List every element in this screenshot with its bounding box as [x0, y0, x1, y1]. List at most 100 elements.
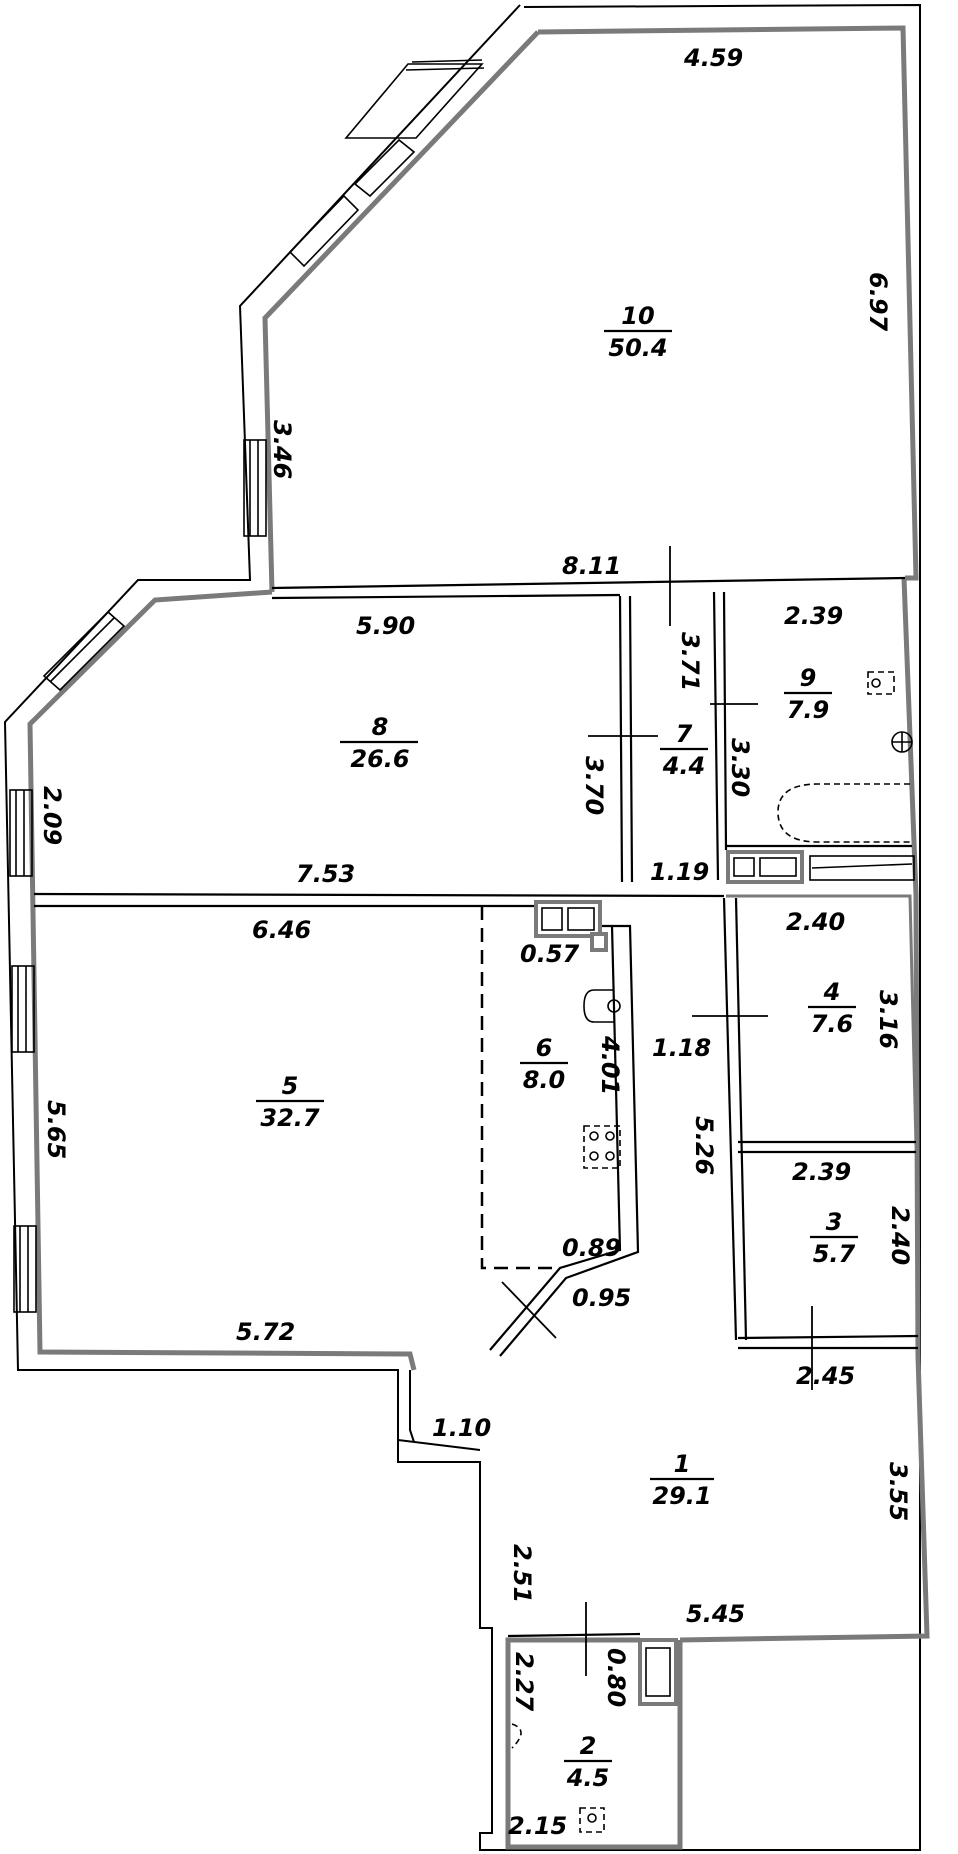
dim-hall-width: 1.18 — [652, 1034, 711, 1062]
room-label-8: 8 26.6 — [340, 713, 418, 773]
dim-r6-side: 4.01 — [596, 1035, 624, 1095]
wall-6-right-b — [499, 924, 640, 1357]
window-line — [405, 67, 485, 71]
dim-r6-bottom: 0.89 — [562, 1234, 621, 1262]
wall-7-9 — [712, 591, 720, 881]
room-area: 50.4 — [608, 334, 667, 362]
room-number: 9 — [800, 664, 817, 692]
shaft-bath — [726, 850, 915, 884]
dim-r2-side: 0.80 — [602, 1648, 630, 1707]
room-label-10: 10 50.4 — [604, 302, 672, 362]
window-pane — [353, 138, 416, 198]
room-labels: 10 50.4 8 26.6 7 4.4 9 7.9 5 32.7 — [256, 302, 858, 1792]
room-area: 26.6 — [350, 745, 409, 773]
room-number: 4 — [823, 978, 841, 1006]
dim-r8-top: 5.90 — [356, 612, 415, 640]
window-pane — [243, 439, 267, 537]
window-pane — [13, 1225, 37, 1313]
window-8 — [42, 610, 126, 692]
window-10-b — [288, 138, 416, 268]
dim-r1-step: 1.10 — [432, 1414, 491, 1442]
windows — [9, 59, 485, 1313]
window-10-a — [344, 59, 485, 139]
shaft-cell — [645, 1647, 671, 1697]
dim-r5-bottom: 5.72 — [236, 1318, 295, 1346]
outer-wall-outline — [3, 3, 921, 1851]
dim-r8-bottom: 7.53 — [296, 860, 355, 888]
partitions — [33, 576, 919, 1638]
room10-left-wall — [262, 30, 540, 593]
window-pane — [42, 610, 126, 692]
window-5-b — [13, 1225, 37, 1313]
shaft-duct-line — [811, 863, 913, 869]
dim-r1-bottom: 5.45 — [686, 1600, 745, 1628]
room-area: 5.7 — [813, 1240, 856, 1268]
shaft-kitchen — [534, 900, 608, 952]
dim-r9-side: 3.30 — [726, 738, 754, 797]
wall-6-right — [489, 924, 622, 1351]
toilet-icon — [871, 678, 881, 688]
room-area: 4.4 — [662, 752, 706, 780]
room-label-6: 6 8.0 — [520, 1034, 568, 1094]
shaft-duct — [809, 855, 915, 881]
shaft-cell — [759, 857, 797, 877]
stove-icon — [605, 1151, 615, 1161]
dim-r3-bottom: 2.45 — [796, 1362, 855, 1390]
kitchen-zone-outline — [480, 906, 560, 1270]
wc-sink-icon — [511, 1723, 522, 1749]
window-pane — [9, 789, 33, 877]
dim-r10-right: 6.97 — [864, 272, 892, 332]
room-number: 8 — [372, 713, 389, 741]
wall-7-9-b — [722, 591, 728, 851]
wall-8-7-b — [628, 595, 634, 883]
room-label-7: 7 4.4 — [660, 720, 708, 780]
dim-r2-left: 2.27 — [510, 1652, 538, 1712]
dim-r7-bottom: 1.19 — [650, 858, 709, 886]
window-line — [411, 59, 483, 63]
room-label-5: 5 32.7 — [256, 1072, 324, 1132]
kitchen-sink-icon — [607, 999, 621, 1013]
dim-r9-top: 2.39 — [784, 602, 843, 630]
dim-r8-left: 2.09 — [38, 786, 66, 845]
room8-left-wall — [27, 589, 417, 1371]
dim-r5-top: 6.46 — [252, 916, 311, 944]
room-label-2: 2 4.5 — [564, 1732, 612, 1792]
window-pane — [288, 194, 360, 268]
room-number: 10 — [621, 302, 654, 330]
dim-r4-top: 2.40 — [786, 908, 845, 936]
dim-r4-side: 3.16 — [874, 990, 902, 1049]
window-5-a — [11, 965, 35, 1053]
dim-r1-left: 2.51 — [508, 1544, 536, 1603]
room-area: 7.6 — [811, 1010, 854, 1038]
window-pane — [11, 965, 35, 1053]
wall-10-8 — [271, 576, 906, 590]
room-number: 3 — [826, 1208, 843, 1236]
dim-r10-left: 3.46 — [268, 420, 296, 479]
dim-r6-top: 0.57 — [520, 940, 580, 968]
wc-toilet-icon — [579, 1807, 605, 1833]
shaft-small — [590, 932, 608, 952]
shaft-cell — [567, 907, 595, 931]
room-area: 8.0 — [523, 1066, 566, 1094]
window-10-c — [243, 439, 267, 537]
kitchen-sink-icon — [583, 989, 614, 1023]
window-line — [49, 617, 115, 683]
door-mark-kitchen — [501, 1281, 557, 1339]
outer-wall — [3, 3, 921, 1851]
stove-icon — [583, 1125, 621, 1169]
dim-r8-right: 3.70 — [580, 756, 608, 815]
wall-3-1 — [737, 1334, 919, 1340]
shaft-wc — [638, 1638, 678, 1706]
dim-r1-side: 3.55 — [884, 1462, 912, 1521]
bathtub-icon — [777, 783, 910, 843]
dim-r2-bottom: 2.15 — [508, 1812, 567, 1840]
room10-wall — [537, 25, 919, 581]
shafts — [534, 850, 915, 1706]
east-wall — [679, 577, 930, 1643]
room4-wall — [726, 894, 918, 1147]
room-number: 5 — [282, 1072, 299, 1100]
room-label-3: 3 5.7 — [810, 1208, 858, 1268]
dim-hall-side: 5.26 — [690, 1116, 718, 1175]
window-pane — [344, 63, 484, 139]
wall-10-8-b — [271, 593, 621, 600]
